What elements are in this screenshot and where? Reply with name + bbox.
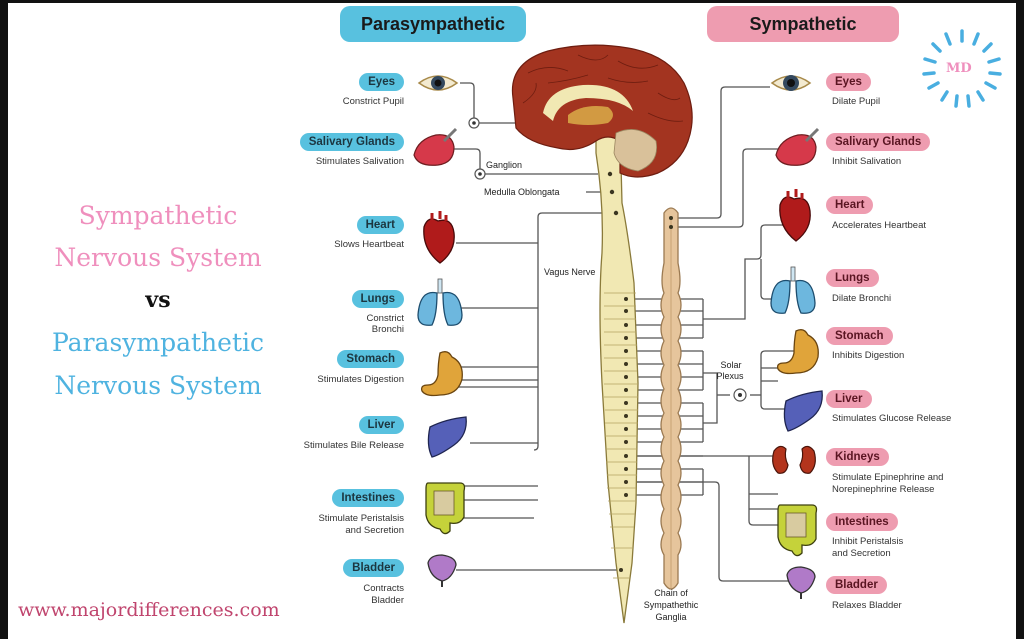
sym-effect-kidneys-1: Stimulate Epinephrine and <box>832 472 944 483</box>
para-pill-stomach: Stomach <box>337 350 404 368</box>
sym-pill-bladder: Bladder <box>826 576 887 594</box>
sym-effect-intestines-1: Inhibit Peristalsis <box>832 536 904 547</box>
para-pill-bladder: Bladder <box>343 559 404 577</box>
md-logo-icon <box>922 29 1002 108</box>
sym-effect-lungs: Dilate Bronchi <box>832 293 892 304</box>
md-logo-text: MD <box>946 61 972 76</box>
sym-effect-kidneys-2: Norepinephrine Release <box>832 484 935 495</box>
sym-pill-salivary: Salivary Glands <box>826 133 931 151</box>
para-effect-eyes: Constrict Pupil <box>342 96 404 107</box>
parasympathetic-salivary-gland-icon <box>413 127 458 166</box>
para-effect-intestines-1: Stimulate Peristalsis <box>318 513 404 524</box>
sym-effect-stomach: Inhibits Digestion <box>832 350 905 361</box>
sym-effect-salivary: Inhibit Salivation <box>832 156 902 167</box>
ganglion-nodes <box>468 117 747 402</box>
sym-effect-bladder: Relaxes Bladder <box>832 600 902 611</box>
sym-pill-stomach: Stomach <box>826 327 893 345</box>
parasympathetic-heart-icon <box>423 211 455 264</box>
para-pill-heart: Heart <box>356 216 404 234</box>
diagram-canvas: Parasympathetic Sympathetic MD Sympathet… <box>8 3 1016 639</box>
spinal-nerve-dots <box>607 171 628 572</box>
parasympathetic-stomach-icon <box>420 351 463 397</box>
title-sympathetic: Sympathetic <box>78 201 238 230</box>
chain-label-2: Sympathethic <box>643 600 699 610</box>
para-effect-bladder-1: Contracts <box>363 583 404 594</box>
para-pill-salivary: Salivary Glands <box>299 133 404 151</box>
sympathetic-stomach-icon <box>776 329 819 375</box>
sym-effect-eyes: Dilate Pupil <box>832 96 881 107</box>
para-effect-lungs-1: Constrict <box>366 313 404 324</box>
sym-pill-intestines: Intestines <box>826 513 898 531</box>
brain-icon <box>511 44 693 178</box>
para-effect-heart: Slows Heartbeat <box>334 239 404 250</box>
para-effect-lungs-2: Bronchi <box>371 324 404 335</box>
sympathetic-intestines-icon <box>777 504 818 557</box>
sympathetic-lungs-icon <box>770 266 816 314</box>
sym-pill-eyes: Eyes <box>826 73 871 91</box>
parasympathetic-liver-icon <box>427 416 467 458</box>
sym-effect-heart: Accelerates Heartbeat <box>832 220 926 231</box>
para-effect-intestines-2: and Secretion <box>345 525 404 536</box>
solar-plexus-label-1: Solar <box>720 360 742 370</box>
parasympathetic-bladder-icon <box>427 554 457 587</box>
sym-pill-liver: Liver <box>826 390 872 408</box>
parasympathetic-intestines-icon <box>425 482 466 535</box>
title-parasympathetic: Parasympathetic <box>51 328 264 357</box>
para-pill-lungs: Lungs <box>351 290 404 308</box>
para-pill-eyes: Eyes <box>359 73 404 91</box>
para-effect-liver: Stimulates Bile Release <box>303 440 404 451</box>
sym-pill-lungs: Lungs <box>826 269 879 287</box>
nerve-diagram <box>413 29 1002 624</box>
solar-plexus-label-2: Plexus <box>716 371 744 381</box>
para-pill-liver: Liver <box>358 416 404 434</box>
title-vs: vs <box>145 287 171 313</box>
website-link[interactable]: www.majordifferences.com <box>18 599 280 621</box>
chain-label-1: Chain of <box>654 588 688 598</box>
para-effect-salivary: Stimulates Salivation <box>315 156 404 167</box>
title-nervous-system-2: Nervous System <box>54 371 262 400</box>
parasympathetic-nerve-lines <box>453 82 621 571</box>
sympathetic-liver-icon <box>783 390 823 432</box>
sympathetic-salivary-gland-icon <box>775 127 820 166</box>
para-pill-intestines: Intestines <box>332 489 404 507</box>
sym-pill-heart: Heart <box>826 196 874 214</box>
sym-effect-intestines-2: and Secretion <box>832 548 891 559</box>
medulla-label: Medulla Oblongata <box>484 187 560 197</box>
para-effect-stomach: Stimulates Digestion <box>317 374 404 385</box>
parasympathetic-lungs-icon <box>417 278 463 326</box>
sympathetic-heart-icon <box>779 189 811 242</box>
sympathetic-eye-icon <box>770 75 812 91</box>
chain-label-3: Ganglia <box>655 612 687 622</box>
para-effect-bladder-2: Bladder <box>371 595 404 606</box>
title-nervous-system-1: Nervous System <box>54 243 262 272</box>
sympathetic-header: Sympathetic <box>707 6 899 42</box>
parasympathetic-header: Parasympathetic <box>340 6 526 42</box>
ganglion-label: Ganglion <box>486 160 523 170</box>
vagus-nerve-label: Vagus Nerve <box>544 267 596 277</box>
parasympathetic-eye-icon <box>417 75 459 91</box>
sympathetic-kidneys-icon <box>772 445 816 474</box>
sym-pill-kidneys: Kidneys <box>826 448 889 466</box>
sympathetic-bladder-icon <box>786 566 816 599</box>
sym-effect-liver: Stimulates Glucose Release <box>832 413 952 424</box>
spinal-segments <box>604 292 638 579</box>
